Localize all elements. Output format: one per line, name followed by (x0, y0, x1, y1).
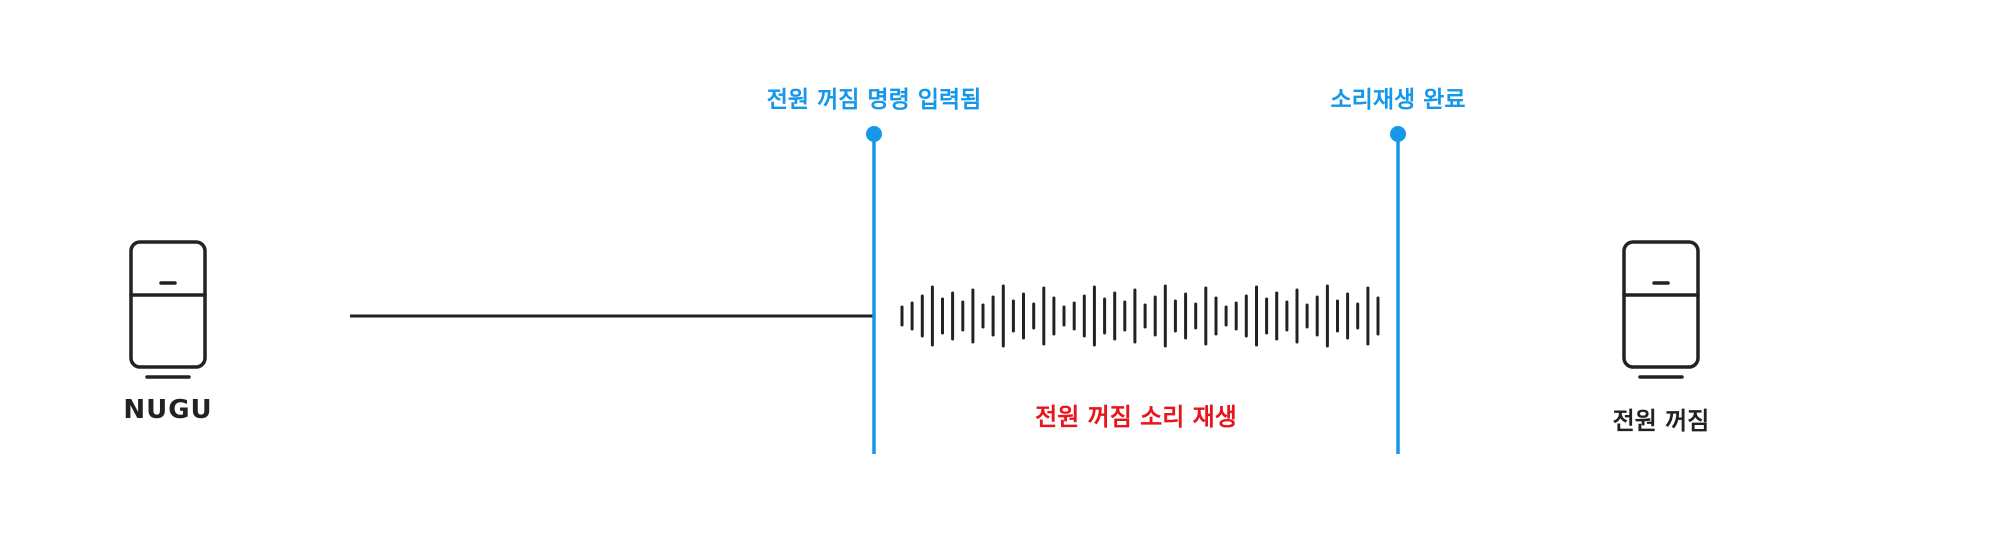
sound-label: 전원 꺼짐 소리 재생 (1035, 403, 1237, 431)
left-device-label: NUGU (123, 395, 213, 425)
marker-label-playback-done: 소리재생 완료 (1330, 87, 1466, 113)
marker-dot-playback-done (1390, 126, 1406, 142)
waveform-icon (900, 284, 1380, 348)
left-device-refrigerator-icon (129, 240, 207, 379)
right-device-label: 전원 꺼짐 (1612, 407, 1710, 435)
marker-dot-command (866, 126, 882, 142)
right-device-refrigerator-icon (1622, 240, 1700, 379)
marker-label-command: 전원 꺼짐 명령 입력됨 (766, 87, 982, 113)
